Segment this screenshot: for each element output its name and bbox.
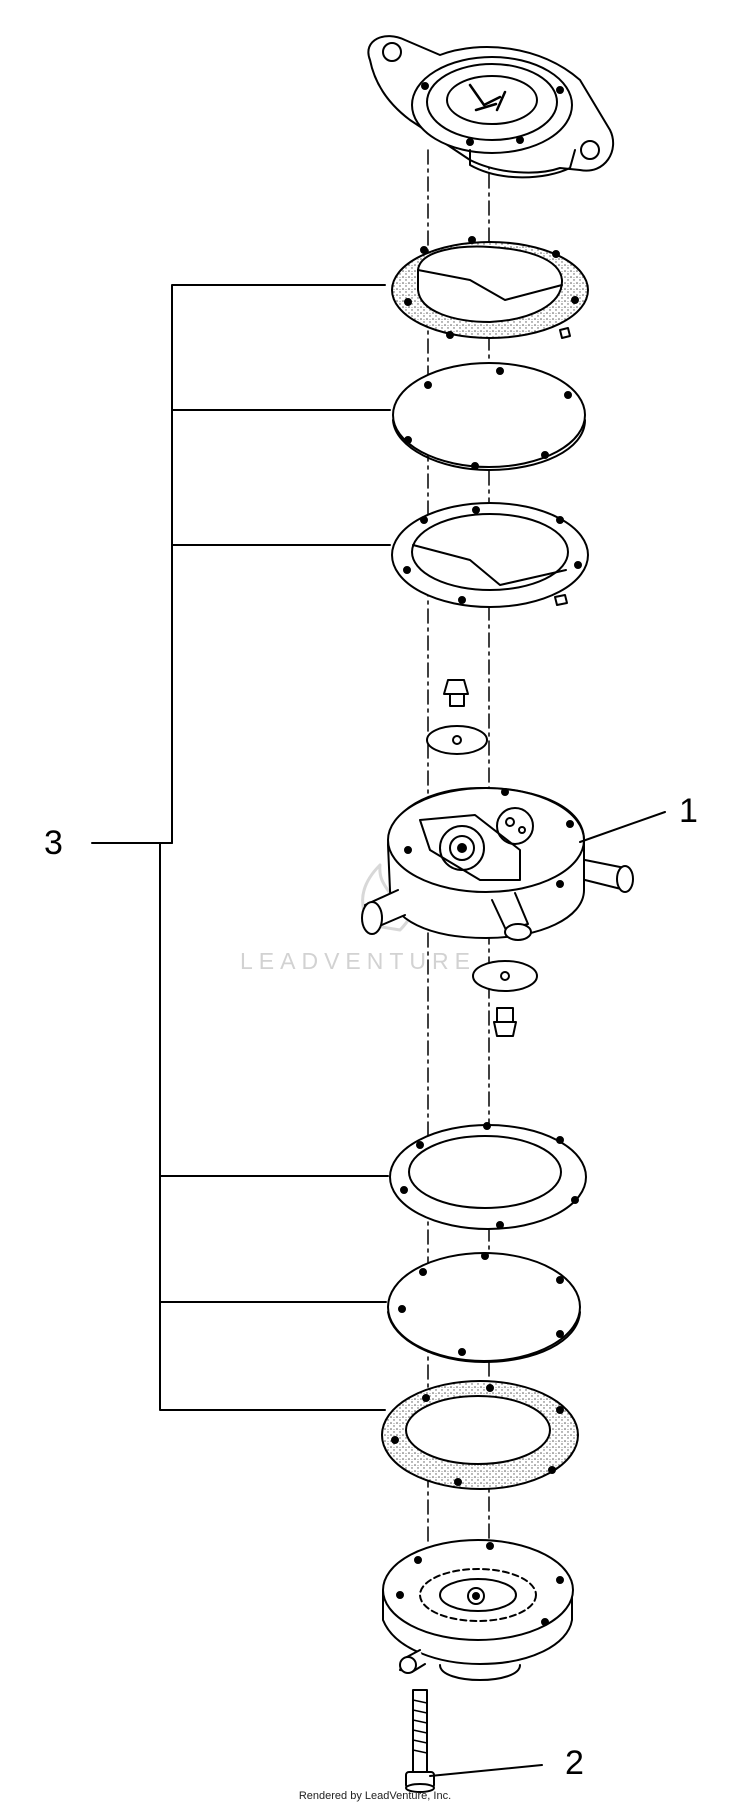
gasket-middle <box>391 502 589 608</box>
leader-line-1 <box>579 811 666 843</box>
callout-3: 3 <box>44 824 63 862</box>
callout-2: 2 <box>565 1744 584 1782</box>
bracket-lower <box>159 842 386 1411</box>
watermark-text: LEADVENTURE <box>240 948 476 974</box>
check-valve-upper <box>426 679 488 755</box>
bottom-cover <box>382 1539 574 1681</box>
gasket-bottom <box>381 1380 579 1490</box>
pump-body <box>361 787 634 941</box>
leader-lines <box>91 284 666 1777</box>
leader-line-2 <box>429 1764 543 1777</box>
top-cover <box>367 35 615 179</box>
gasket-upper <box>391 236 589 339</box>
diaphragm-upper <box>392 362 586 471</box>
diaphragm-lower <box>387 1252 581 1363</box>
gasket-lower <box>389 1122 587 1230</box>
bracket-upper <box>171 284 386 844</box>
screw <box>405 1689 435 1793</box>
callout-1: 1 <box>679 792 698 830</box>
check-valve-lower <box>472 960 538 1037</box>
footer-credit: Rendered by LeadVenture, Inc. <box>298 1790 452 1802</box>
